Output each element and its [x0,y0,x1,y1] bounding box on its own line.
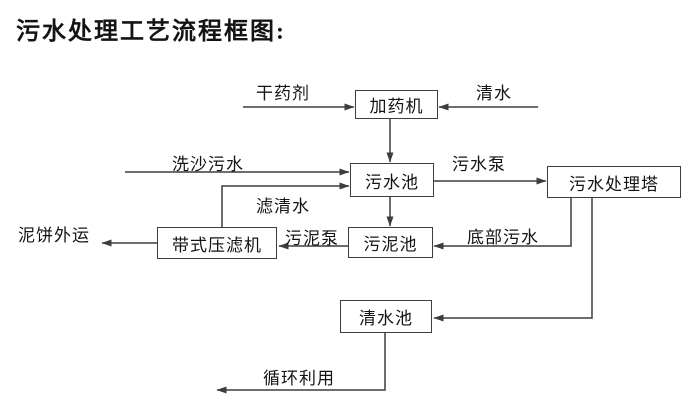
node-dosing-machine-label: 加药机 [369,97,424,116]
flow-label-filtered-water: 滤清水 [256,197,310,216]
node-clean-water-pool-label: 清水池 [359,309,413,328]
node-sludge-pool: 污泥池 [348,227,433,258]
flow-label-sludge-pump: 污泥泵 [285,229,339,248]
node-sludge-pool-label: 污泥池 [363,235,418,254]
node-clean-water-pool: 清水池 [340,300,432,333]
flow-label-recycle: 循环利用 [263,369,335,388]
flow-label-mud-cake-out: 泥饼外运 [18,226,90,245]
page-title: 污水处理工艺流程框图: [16,19,286,45]
node-belt-filter-press-label: 带式压滤机 [172,235,262,255]
node-belt-filter-press: 带式压滤机 [157,227,277,259]
node-sewage-pool: 污水池 [350,163,434,197]
flow-label-sand-washing-sewage: 洗沙污水 [172,155,244,174]
node-treatment-tower-label: 污水处理塔 [569,174,659,194]
node-dosing-machine: 加药机 [355,90,438,119]
node-treatment-tower: 污水处理塔 [547,166,681,198]
arrow-bottom-sewage-to-sludge-pool [433,198,572,250]
flow-label-clean-water: 清水 [476,84,512,103]
arrow-clean-water-pool-to-recycle [216,333,386,394]
flow-label-bottom-sewage: 底部污水 [467,228,539,247]
flow-label-dry-agent: 干药剂 [256,84,310,103]
arrow-treatment-tower-to-clean-water-pool [433,198,593,322]
node-sewage-pool-label: 污水池 [365,172,419,192]
arrow-filtered-water-to-sewage-pool [221,182,350,227]
flow-label-sewage-pump: 污水泵 [452,155,506,174]
